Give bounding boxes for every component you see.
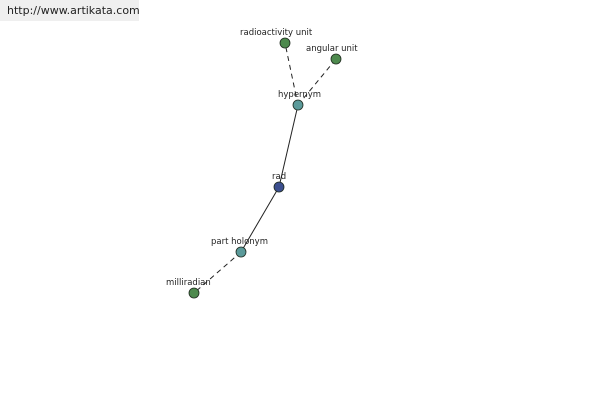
node-label-milliradian[interactable]: milliradian xyxy=(166,278,211,288)
node-label-radioactivity-unit[interactable]: radioactivity unit xyxy=(240,28,313,38)
edge-hypernym-to-angular-unit xyxy=(297,58,337,106)
edge-rad-to-part-holonym xyxy=(240,186,280,253)
node-milliradian[interactable] xyxy=(188,287,200,299)
node-rad[interactable] xyxy=(273,181,285,193)
node-label-hypernym[interactable]: hypernym xyxy=(278,90,321,100)
node-hypernym[interactable] xyxy=(292,99,304,111)
node-label-rad[interactable]: rad xyxy=(272,172,286,182)
graph-nodes: rad hypernym part holonym radioactivity uni… xyxy=(166,28,358,299)
source-url-banner[interactable]: http://www.artikata.com xyxy=(0,0,140,21)
edge-rad-to-hypernym xyxy=(278,104,299,188)
node-angular-unit[interactable] xyxy=(330,53,342,65)
node-label-angular-unit[interactable]: angular unit xyxy=(306,44,358,54)
edge-part-holonym-to-milliradian xyxy=(193,251,242,294)
graph-edges xyxy=(193,42,337,294)
edge-hypernym-to-radioactivity-unit xyxy=(284,42,299,106)
node-label-part-holonym[interactable]: part holonym xyxy=(211,237,268,247)
node-radioactivity-unit[interactable] xyxy=(279,37,291,49)
node-part-holonym[interactable] xyxy=(235,246,247,258)
